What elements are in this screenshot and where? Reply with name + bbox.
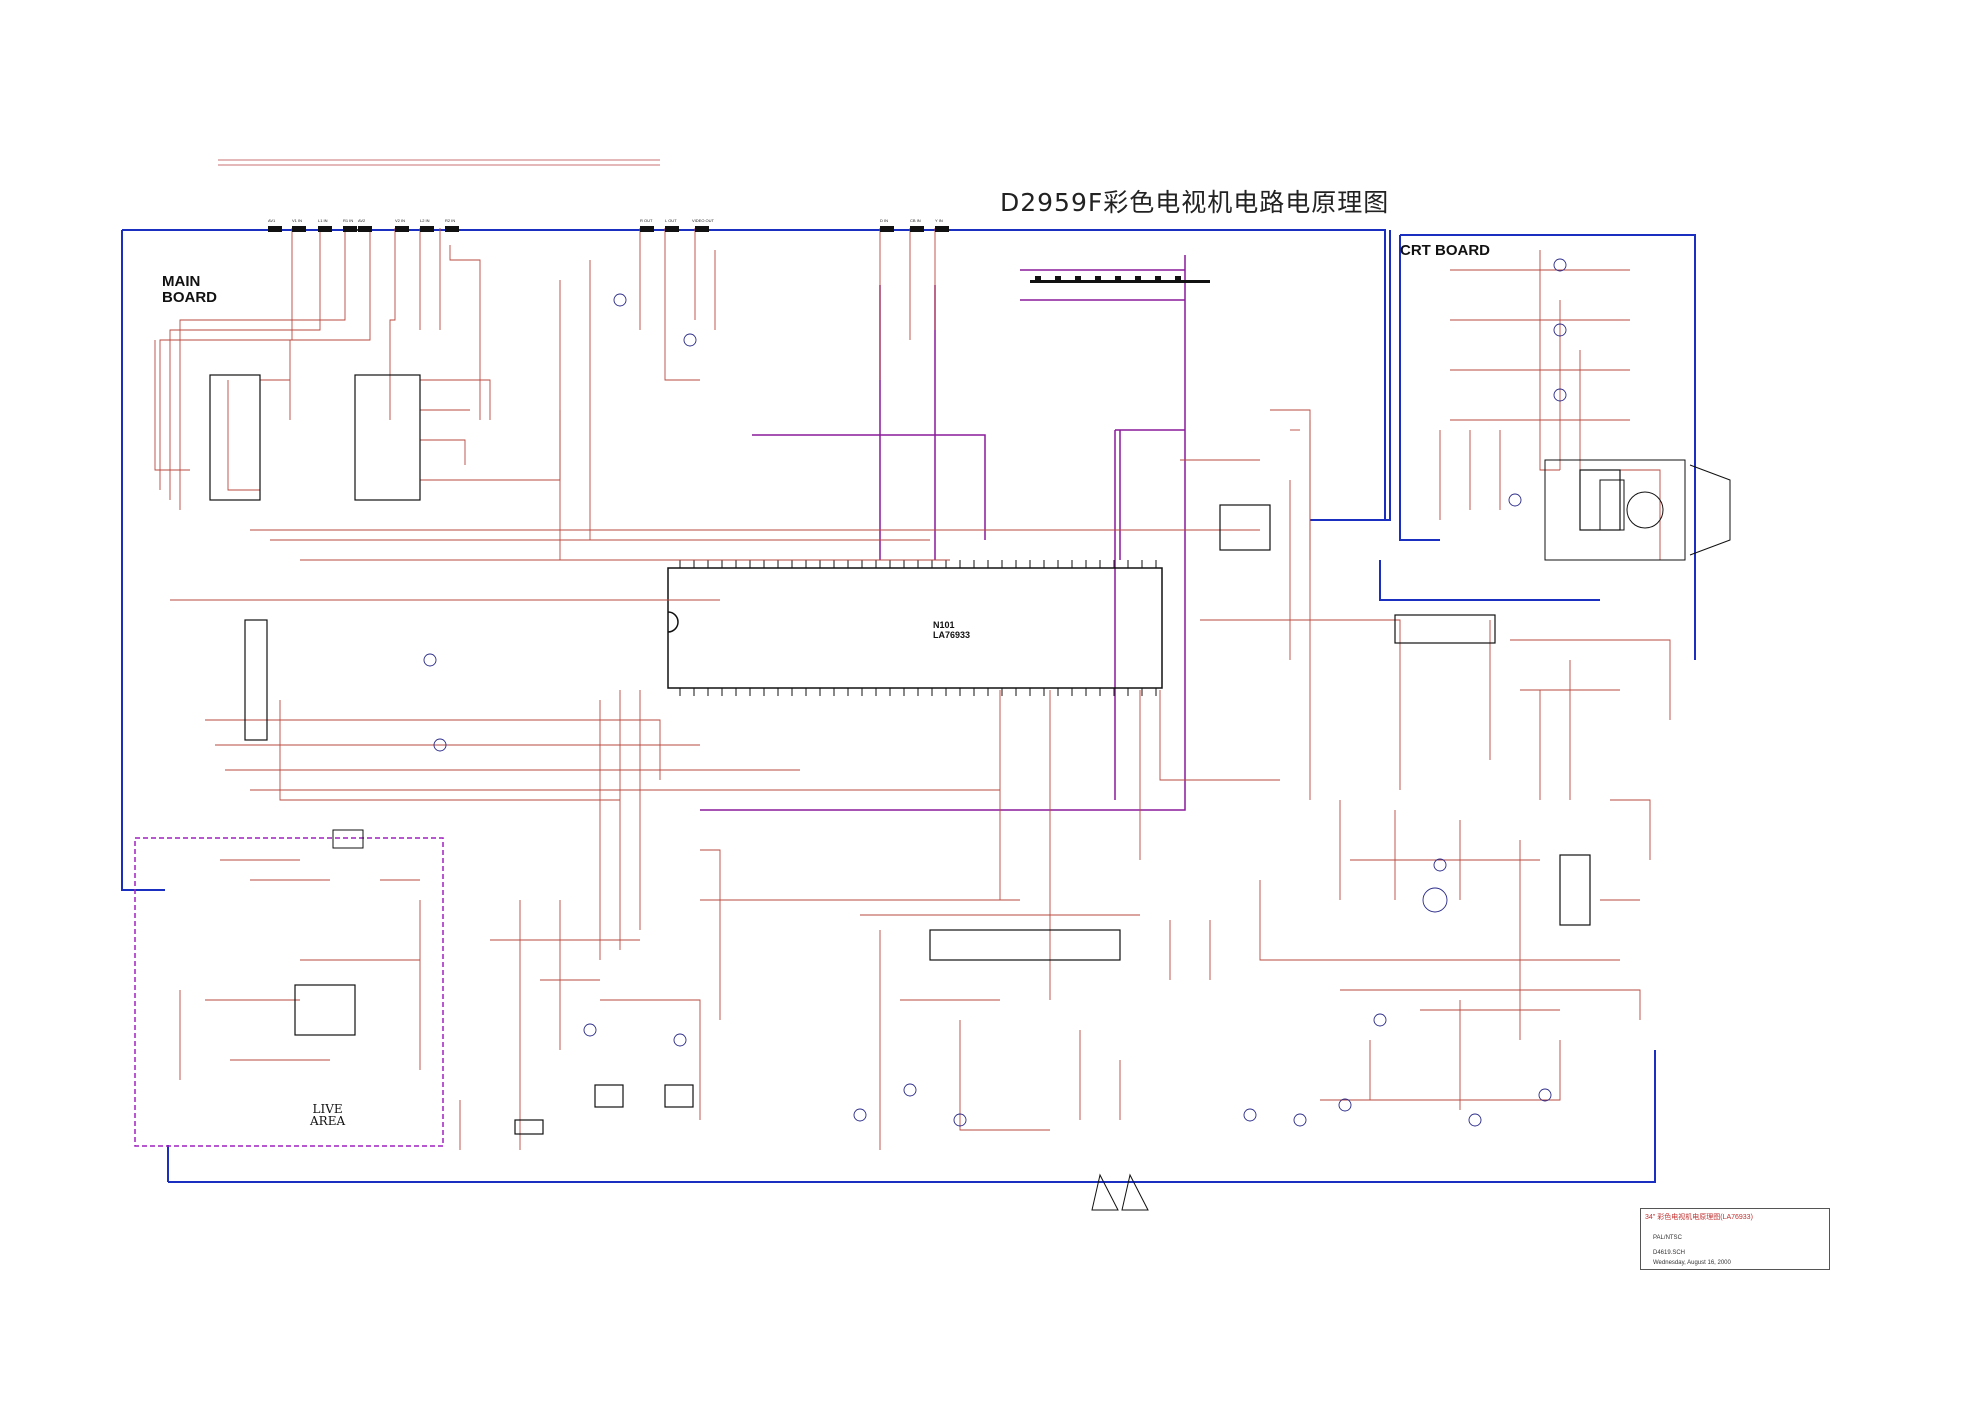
transistors: [423, 258, 1567, 1127]
svg-text:R2 IN: R2 IN: [445, 218, 455, 223]
svg-text:AV2: AV2: [358, 218, 366, 223]
speakers: [1091, 1173, 1149, 1211]
live-area-label: LIVE AREA: [310, 1103, 345, 1127]
svg-text:V2 IN: V2 IN: [395, 218, 405, 223]
live-area-label-line2: AREA: [310, 1114, 346, 1128]
svg-text:D IN: D IN: [880, 218, 888, 223]
wiring: [154, 228, 1671, 1150]
keypad-switches: [1030, 276, 1210, 283]
svg-text:R1 IN: R1 IN: [343, 218, 353, 223]
top-connector-labels: AV1 V1 IN L1 IN R1 IN AV2 V2 IN L2 IN R2…: [268, 218, 943, 223]
n101-chip-name: N101: [933, 620, 955, 630]
live-area-box: [134, 837, 444, 1147]
main-board-label-line1: MAIN: [162, 273, 201, 290]
crt-board-outline: [1310, 230, 1696, 660]
svg-text:L OUT: L OUT: [665, 218, 677, 223]
crt-board-label: CRT BOARD: [1400, 242, 1490, 259]
title-block-line2: PAL/NTSC: [1653, 1235, 1682, 1241]
svg-text:Y IN: Y IN: [935, 218, 943, 223]
svg-text:VIDEO OUT: VIDEO OUT: [692, 218, 715, 223]
crt-socket: [1544, 459, 1731, 561]
svg-text:L1 IN: L1 IN: [318, 218, 328, 223]
title-block-line1: 34" 彩色电视机电原理图(LA76933): [1645, 1214, 1753, 1221]
n101-pins-top: [679, 560, 1157, 568]
live-area-label-line1: LIVE: [312, 1102, 343, 1116]
svg-text:V1 IN: V1 IN: [292, 218, 302, 223]
n101-pins-bottom: [679, 688, 1157, 696]
title-block-line3: D4619.SCH: [1653, 1250, 1686, 1256]
main-board-label-line2: BOARD: [162, 289, 217, 306]
small-ics: [209, 374, 1621, 1135]
n101-chip-label: N101 LA76933: [933, 620, 970, 640]
svg-text:L2 IN: L2 IN: [420, 218, 430, 223]
signal-bus: [700, 255, 1186, 811]
main-board-label: MAIN BOARD: [162, 274, 217, 306]
top-connectors: [268, 226, 949, 232]
title-block: 34" 彩色电视机电原理图(LA76933) PAL/NTSC D4619.SC…: [1640, 1208, 1830, 1270]
page-title: D2959F彩色电视机电路电原理图: [1000, 188, 1390, 217]
svg-text:CB IN: CB IN: [910, 218, 921, 223]
n101-ic-body: [667, 567, 1163, 689]
title-block-line4: Wednesday, August 16, 2000: [1653, 1260, 1731, 1266]
svg-text:R OUT: R OUT: [640, 218, 653, 223]
svg-text:AV1: AV1: [268, 218, 276, 223]
n101-chip-part: LA76933: [933, 630, 971, 640]
main-board-outline: [121, 229, 1656, 1183]
